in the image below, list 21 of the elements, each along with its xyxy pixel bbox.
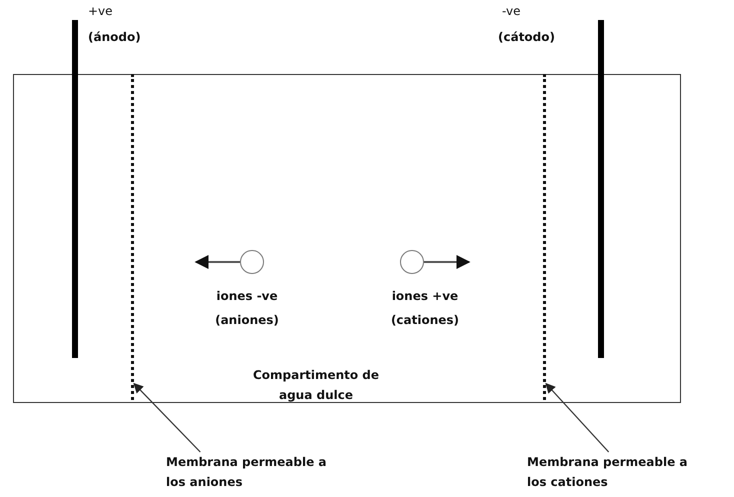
dotted-membrane: [542, 74, 546, 400]
ion-label: (cationes): [390, 313, 460, 327]
ion-label: (aniones): [214, 313, 280, 327]
electrode-label: (ánodo): [88, 30, 141, 44]
membrane-caption: Membrana permeable a los aniones: [166, 452, 331, 492]
electrode-label: -ve: [502, 4, 520, 18]
ion-label: iones -ve: [215, 289, 279, 303]
motion-arrow: [424, 255, 470, 269]
ion-circle: [400, 250, 424, 274]
dotted-membrane: [130, 74, 134, 400]
electrode-bar: [598, 20, 604, 358]
compartment-label: Compartimento de agua dulce: [252, 367, 380, 404]
electrode-label: (cátodo): [498, 30, 555, 44]
electrode-label: +ve: [88, 4, 113, 18]
membrane-caption: Membrana permeable a los cationes: [527, 452, 692, 492]
ion-label: iones +ve: [390, 289, 460, 303]
electrode-bar: [72, 20, 78, 358]
leader-arrow: [133, 382, 201, 452]
leader-arrow: [545, 382, 610, 452]
ion-circle: [240, 250, 264, 274]
motion-arrow: [194, 255, 240, 269]
